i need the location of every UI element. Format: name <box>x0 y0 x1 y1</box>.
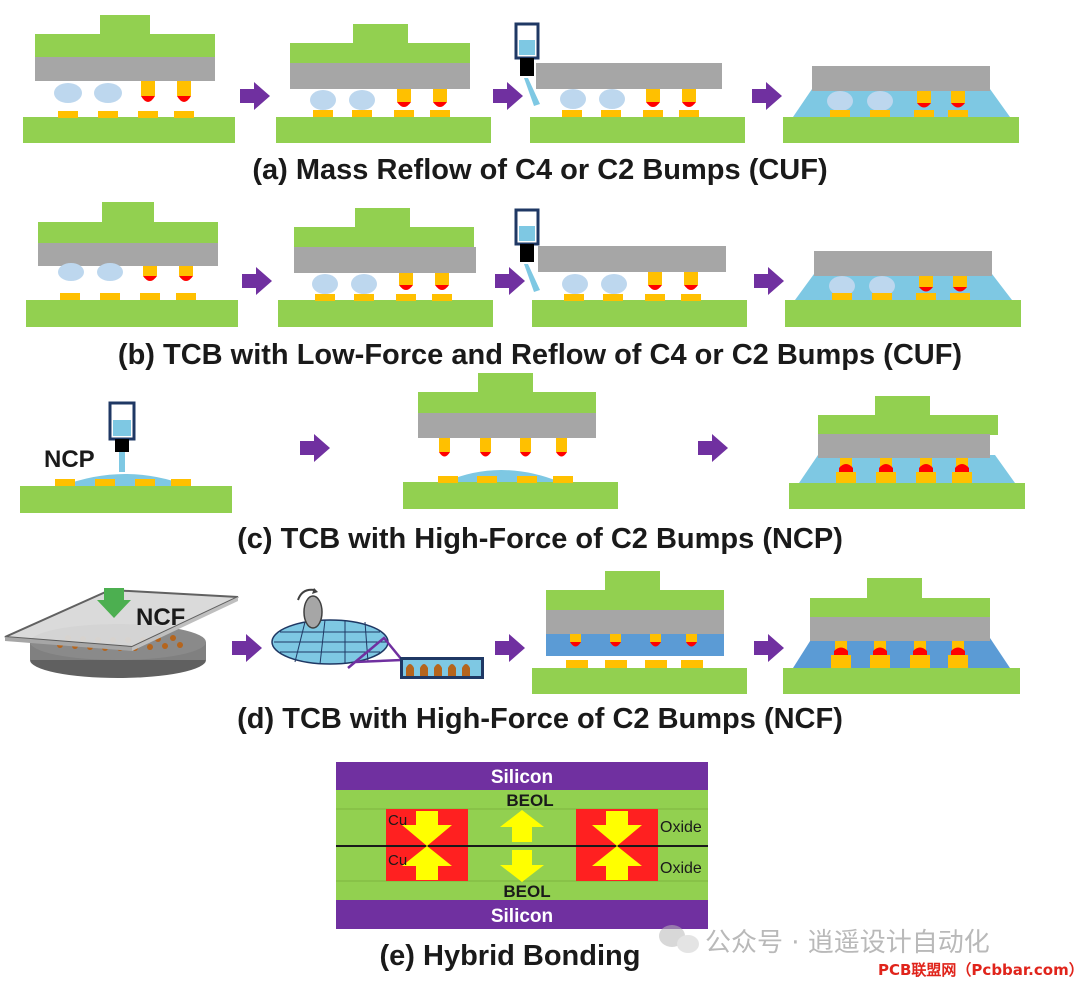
process-arrow <box>698 434 728 462</box>
silicon-top <box>336 762 708 790</box>
beol-top <box>336 790 708 809</box>
caption-e: (e) Hybrid Bonding <box>379 940 641 972</box>
process-arrow <box>300 434 330 462</box>
row-b-step4 <box>785 251 1021 327</box>
hybrid-bonding-stack: Silicon BEOL BEOL Silicon Cu Cu Oxide Ox… <box>336 762 708 929</box>
row-c-step1: NCP <box>20 401 232 513</box>
row-b-step3 <box>514 208 747 327</box>
caption-a: (a) Mass Reflow of C4 or C2 Bumps (CUF) <box>252 154 828 186</box>
caption-d: (d) TCB with High-Force of C2 Bumps (NCF… <box>237 703 843 735</box>
oxide-bottom-label: Oxide <box>660 860 702 877</box>
beol-bottom <box>336 881 708 900</box>
row-d-step2-dicing <box>271 588 484 679</box>
caption-c: (c) TCB with High-Force of C2 Bumps (NCP… <box>237 523 843 555</box>
beol-bottom-label: BEOL <box>503 882 550 901</box>
row-b-step2 <box>278 208 493 327</box>
watermark-text: 公众号 · 逍遥设计自动化 <box>705 928 990 958</box>
process-arrow <box>495 634 525 662</box>
process-arrow <box>240 82 270 110</box>
process-arrow <box>752 82 782 110</box>
row-d-step1-ncf-wafer: NCF <box>4 588 239 678</box>
row-a-step2 <box>276 24 491 143</box>
silicon-bottom-label: Silicon <box>491 906 553 927</box>
process-arrow <box>242 267 272 295</box>
watermark-site: PCB联盟网（Pcbbar.com） <box>878 961 1080 979</box>
process-arrow <box>754 634 784 662</box>
process-arrow <box>232 634 262 662</box>
row-a-step1 <box>23 15 235 143</box>
die <box>35 57 215 81</box>
row-c-step2 <box>403 373 618 509</box>
row-d-step4 <box>783 578 1020 694</box>
row-a-step3 <box>514 22 745 143</box>
silicon-top-label: Silicon <box>491 767 553 788</box>
row-c-step3 <box>789 396 1025 509</box>
ncf-label: NCF <box>136 604 185 631</box>
silicon-bottom <box>336 900 708 929</box>
row-a-step4 <box>783 66 1019 143</box>
process-arrow <box>493 82 523 110</box>
row-d-step3 <box>532 571 747 694</box>
cu-top-label: Cu <box>388 812 407 829</box>
ncp-label: NCP <box>44 446 95 473</box>
process-arrow <box>495 267 525 295</box>
substrate <box>23 117 235 143</box>
cu-bottom-label: Cu <box>388 852 407 869</box>
wechat-icon <box>659 925 699 953</box>
beol-top-label: BEOL <box>506 791 553 810</box>
oxide-top-label: Oxide <box>660 819 702 836</box>
die-top <box>35 34 215 57</box>
row-b-step1 <box>26 202 238 327</box>
process-arrow <box>754 267 784 295</box>
caption-b: (b) TCB with Low-Force and Reflow of C4 … <box>117 339 963 371</box>
